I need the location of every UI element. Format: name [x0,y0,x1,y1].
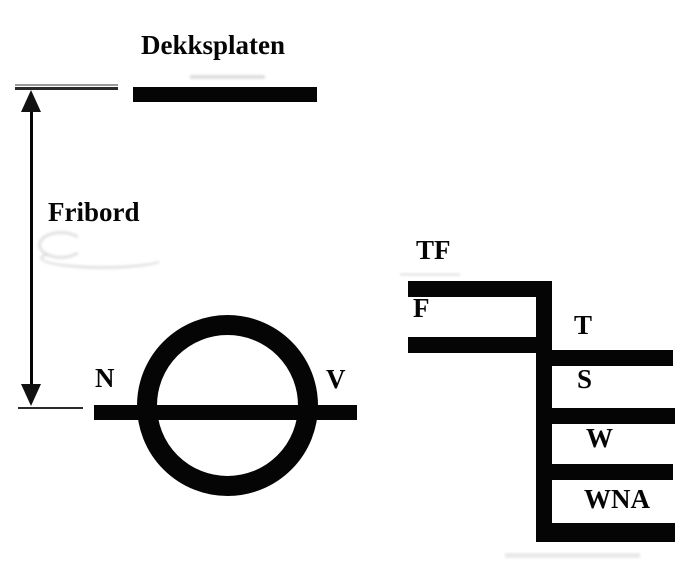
scan-artifact [40,247,166,269]
s-line-bar [551,408,675,424]
freeboard-label: Fribord [48,197,140,227]
waterline-bar [94,405,357,420]
f-line-bar [408,337,537,353]
deck-reference-line-light [15,84,118,86]
f-line-label: F [413,293,430,323]
deck-reference-line [15,87,118,90]
circle-right-label: V [326,364,346,394]
wna-line-label: WNA [584,484,650,514]
t-line-bar [552,350,673,366]
s-line-label: S [577,364,593,394]
w-line-bar [551,464,673,480]
deck-line-bar [133,87,317,102]
waterline-reference-line [18,407,83,409]
scan-artifact [400,273,460,276]
tf-line-bar [408,281,552,297]
wna-line-bar [536,523,675,542]
freeboard-arrow-line [30,104,33,392]
arrowhead-up-icon [21,90,41,112]
scan-artifact [190,75,265,79]
scan-artifact [505,553,640,558]
t-line-label: T [574,310,593,340]
arrowhead-down-icon [21,384,41,406]
deck-label: Dekksplaten [141,30,286,60]
tf-line-label: TF [416,235,451,265]
load-line-vertical-bar [536,281,552,542]
w-line-label: W [586,423,613,453]
circle-left-label: N [95,363,115,393]
